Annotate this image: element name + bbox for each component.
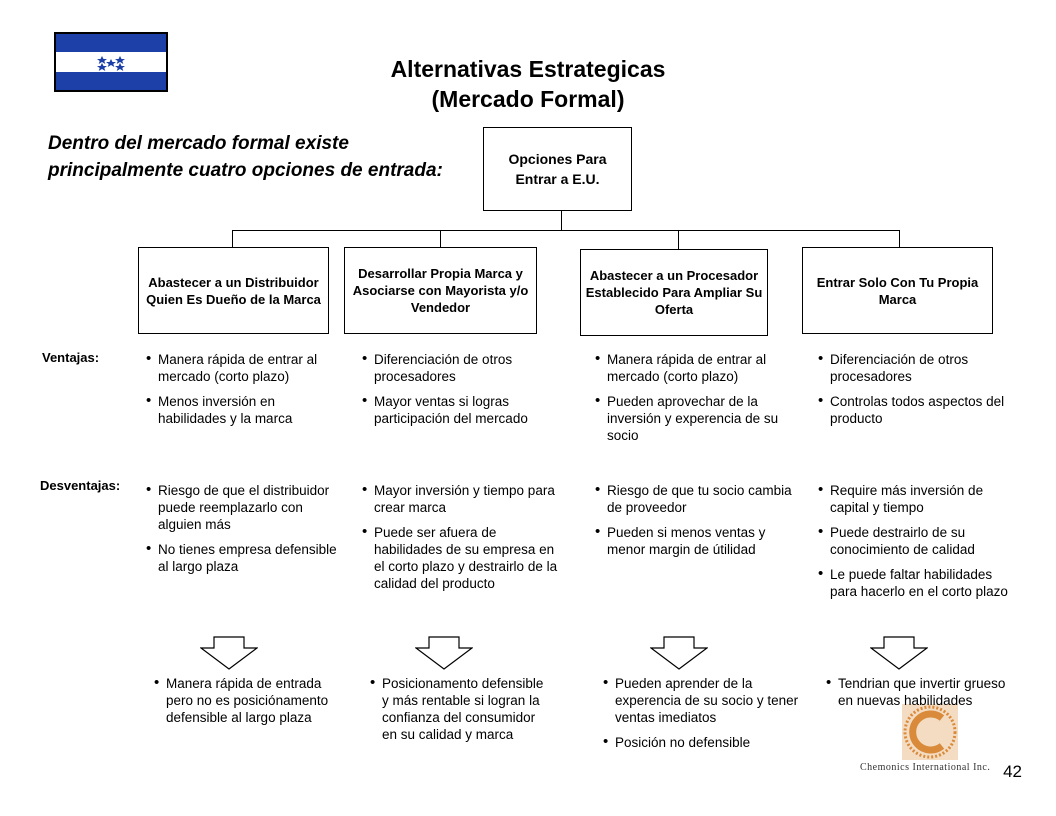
option-box-4: Entrar Solo Con Tu Propia Marca	[802, 247, 993, 334]
desventajas-list-4: Require más inversión de capital y tiemp…	[818, 481, 1018, 608]
ventaja-item: Mayor ventas si logras participación del…	[362, 392, 567, 427]
ventaja-item: Diferenciación de otros procesadores	[362, 350, 567, 385]
option-box-2: Desarrollar Propia Marca y Asociarse con…	[344, 247, 537, 334]
honduras-flag-icon	[54, 32, 168, 92]
title-line1: Alternativas Estrategicas	[390, 56, 666, 82]
conclusion-item: Pueden aprender de la experencia de su s…	[603, 674, 803, 726]
connector-option-1	[232, 230, 233, 247]
down-arrow-icon	[415, 636, 473, 670]
conclusion-list-1: Manera rápida de entrada pero no es posi…	[154, 674, 349, 734]
desventajas-label: Desventajas:	[40, 478, 121, 493]
ventajas-label: Ventajas:	[42, 350, 100, 365]
ventajas-list-1: Manera rápida de entrar al mercado (cort…	[146, 350, 341, 435]
connector-option-2	[440, 230, 441, 247]
desventaja-item: Riesgo de que tu socio cambia de proveed…	[595, 481, 795, 516]
ventajas-list-4: Diferenciación de otros procesadores Con…	[818, 350, 1018, 435]
root-box-line2: Entrar a E.U.	[515, 171, 600, 187]
down-arrow-icon	[870, 636, 928, 670]
page-title: Alternativas Estrategicas (Mercado Forma…	[0, 54, 1056, 114]
conclusion-item: Posición no defensible	[603, 733, 803, 751]
option-label-2: Desarrollar Propia Marca y Asociarse con…	[352, 266, 529, 315]
option-label-1: Abastecer a un Distribuidor Quien Es Due…	[146, 274, 321, 307]
conclusion-item: Tendrian que invertir grueso en nuevas h…	[826, 674, 1006, 709]
ventaja-item: Controlas todos aspectos del producto	[818, 392, 1018, 427]
desventaja-item: Le puede faltar habilidades para hacerlo…	[818, 565, 1018, 600]
ventajas-list-3: Manera rápida de entrar al mercado (cort…	[595, 350, 801, 452]
option-box-1: Abastecer a un Distribuidor Quien Es Due…	[138, 247, 329, 334]
desventaja-item: Mayor inversión y tiempo para crear marc…	[362, 481, 562, 516]
desventajas-list-3: Riesgo de que tu socio cambia de proveed…	[595, 481, 795, 566]
ventaja-item: Menos inversión en habilidades y la marc…	[146, 392, 341, 427]
connector-option-3	[678, 230, 679, 249]
ventaja-item: Manera rápida de entrar al mercado (cort…	[146, 350, 341, 385]
ventaja-item: Manera rápida de entrar al mercado (cort…	[595, 350, 801, 385]
conclusion-list-2: Posicionamento defensible y más rentable…	[370, 674, 545, 751]
conclusion-list-4: Tendrian que invertir grueso en nuevas h…	[826, 674, 1006, 717]
desventaja-item: Puede ser afuera de habilidades de su em…	[362, 523, 562, 592]
ventajas-list-2: Diferenciación de otros procesadores May…	[362, 350, 567, 435]
option-label-4: Entrar Solo Con Tu Propia Marca	[816, 274, 979, 307]
desventaja-item: Pueden si menos ventas y menor margin de…	[595, 523, 795, 558]
conclusion-list-3: Pueden aprender de la experencia de su s…	[603, 674, 803, 759]
connector-horizontal	[232, 230, 900, 231]
desventajas-list-2: Mayor inversión y tiempo para crear marc…	[362, 481, 562, 600]
conclusion-item: Manera rápida de entrada pero no es posi…	[154, 674, 349, 726]
down-arrow-icon	[200, 636, 258, 670]
down-arrow-icon	[650, 636, 708, 670]
desventaja-item: Riesgo de que el distribuidor puede reem…	[146, 481, 341, 533]
root-box-line1: Opciones Para	[508, 151, 607, 167]
desventaja-item: No tienes empresa defensible al largo pl…	[146, 540, 341, 575]
desventajas-list-1: Riesgo de que el distribuidor puede reem…	[146, 481, 341, 583]
chemonics-logo-text: Chemonics International Inc.	[860, 762, 991, 773]
intro-text: Dentro del mercado formal existe princip…	[48, 133, 443, 181]
ventaja-item: Diferenciación de otros procesadores	[818, 350, 1018, 385]
root-box: Opciones Para Entrar a E.U.	[483, 127, 632, 211]
title-line2: (Mercado Formal)	[431, 86, 625, 112]
connector-root-down	[561, 211, 562, 230]
desventaja-item: Require más inversión de capital y tiemp…	[818, 481, 1018, 516]
page-number: 42	[1003, 762, 1022, 781]
desventaja-item: Puede destrairlo de su conocimiento de c…	[818, 523, 1018, 558]
connector-option-4	[899, 230, 900, 247]
ventaja-item: Pueden aprovechar de la inversión y expe…	[595, 392, 801, 444]
option-box-3: Abastecer a un Procesador Establecido Pa…	[580, 249, 768, 336]
conclusion-item: Posicionamento defensible y más rentable…	[370, 674, 545, 743]
option-label-3: Abastecer a un Procesador Establecido Pa…	[585, 268, 763, 317]
